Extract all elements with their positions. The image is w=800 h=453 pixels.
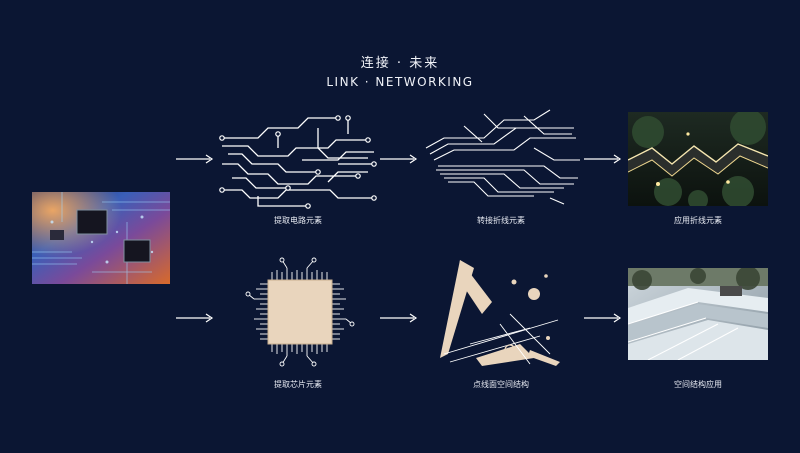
page-title: 连接 · 未来: [360, 56, 440, 71]
caption-point-line-plane: 点线面空间结构: [473, 380, 529, 389]
caption-circuit-lines: 提取电路元素: [274, 216, 322, 225]
circuit-lines-graphic: [219, 115, 377, 209]
chip-graphic: [245, 257, 355, 367]
page-subtitle: LINK · NETWORKING: [326, 75, 474, 89]
fold-lines-graphic: [425, 109, 580, 205]
caption-chip-elements: 提取芯片元素: [274, 380, 322, 389]
arrow-right-icon: [584, 313, 622, 323]
spatial-structure-photo: [628, 268, 768, 360]
caption-apply-fold: 应用折线元素: [674, 216, 722, 225]
arrow-right-icon: [176, 313, 214, 323]
point-line-plane-graphic: [440, 260, 560, 366]
caption-fold-lines: 转接折线元素: [477, 216, 525, 225]
arrow-right-icon: [584, 154, 622, 164]
arrow-right-icon: [380, 313, 418, 323]
arrow-right-icon: [380, 154, 418, 164]
fold-line-landscape-photo: [628, 112, 768, 206]
caption-apply-space: 空间结构应用: [674, 380, 722, 389]
circuit-board-photo: [32, 192, 170, 284]
arrow-right-icon: [176, 154, 214, 164]
